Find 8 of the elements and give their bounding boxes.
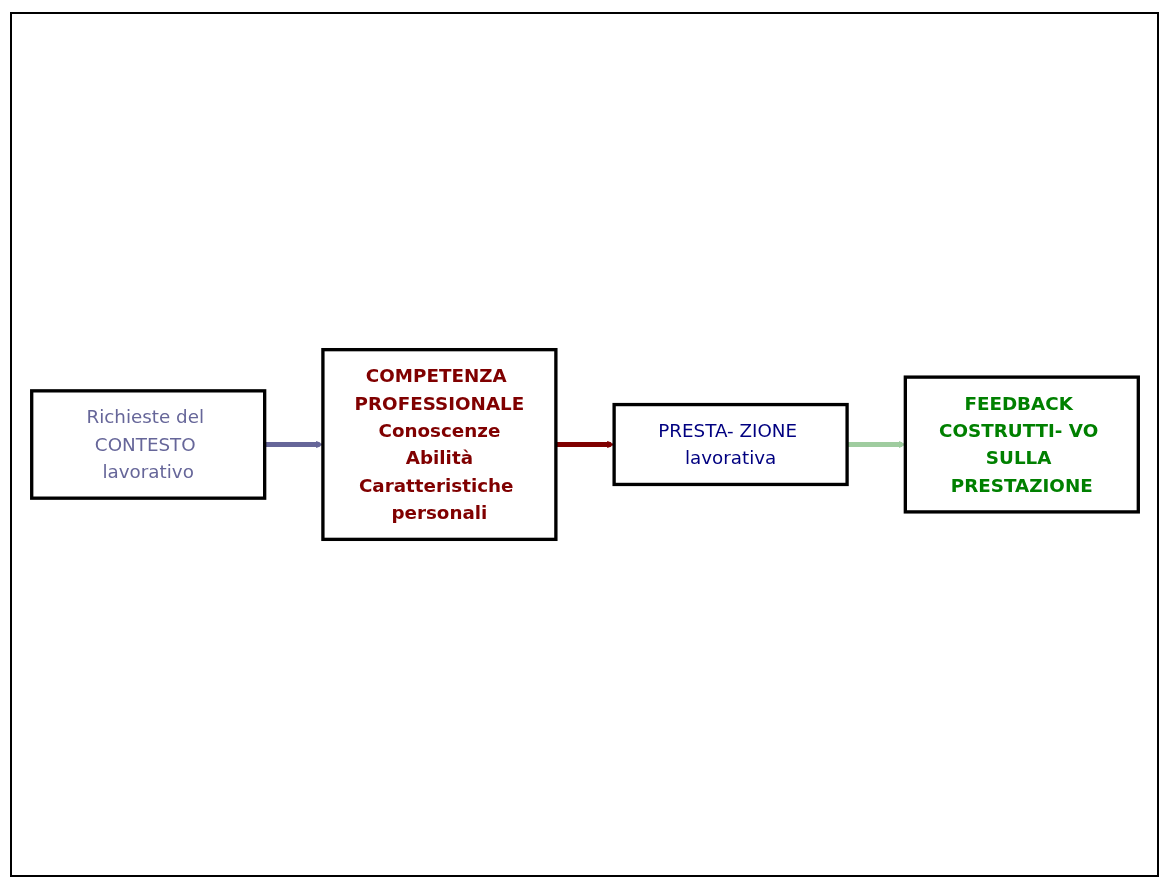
node-box bbox=[320, 347, 558, 541]
arrow bbox=[846, 440, 906, 449]
node-box bbox=[903, 375, 1140, 514]
node-box bbox=[29, 389, 266, 500]
arrow bbox=[264, 440, 323, 449]
arrow bbox=[555, 440, 614, 449]
node-box bbox=[611, 402, 849, 487]
flowchart: Richieste del CONTESTO lavorativo COMPETENZA PROFESSIONALE Conoscenze Abilità Caratteristiche personali PRESTA- ZIONE lavorativa FEEDBACK COSTRUTTI- VO SULLA PRESTAZIONE bbox=[24, 343, 1145, 546]
